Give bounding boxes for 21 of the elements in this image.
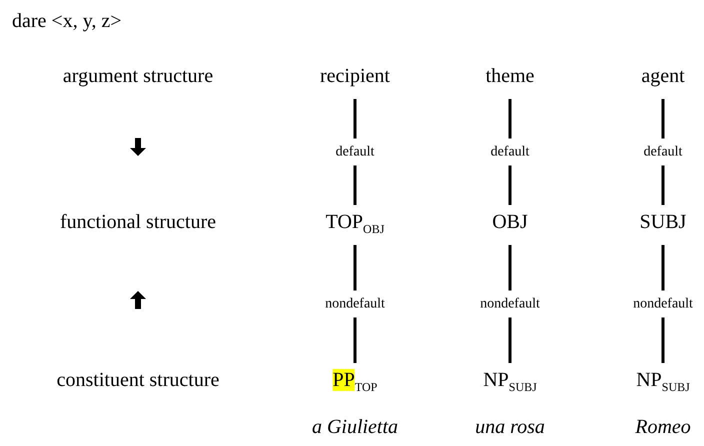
role-label: agent: [641, 65, 685, 87]
function-label: TOP$_{OBJ}$: [326, 211, 384, 233]
edge-label: nondefault: [324, 290, 386, 318]
example-phrase: a Giulietta: [312, 416, 398, 438]
example-phrase: una rosa: [475, 416, 545, 438]
row-label: argument structure: [62, 65, 214, 87]
row-label: constituent structure: [56, 369, 220, 391]
edge-label: default: [490, 138, 530, 166]
example-phrase: Romeo: [635, 416, 691, 438]
edge-label: default: [334, 138, 376, 166]
role-label: recipient: [320, 65, 390, 87]
title-text: dare <x, y, z>: [12, 10, 122, 32]
role-label: theme: [486, 65, 534, 87]
category-label: NP$_{SUBJ}$: [636, 369, 690, 391]
function-label: SUBJ: [640, 211, 686, 233]
edge-label: nondefault: [479, 290, 541, 318]
edge-label: default: [642, 138, 684, 166]
function-label: OBJ: [492, 211, 528, 233]
edge-label: nondefault: [632, 290, 694, 318]
category-label: NP$_{SUBJ}$: [483, 369, 537, 391]
row-label: functional structure: [60, 211, 216, 233]
